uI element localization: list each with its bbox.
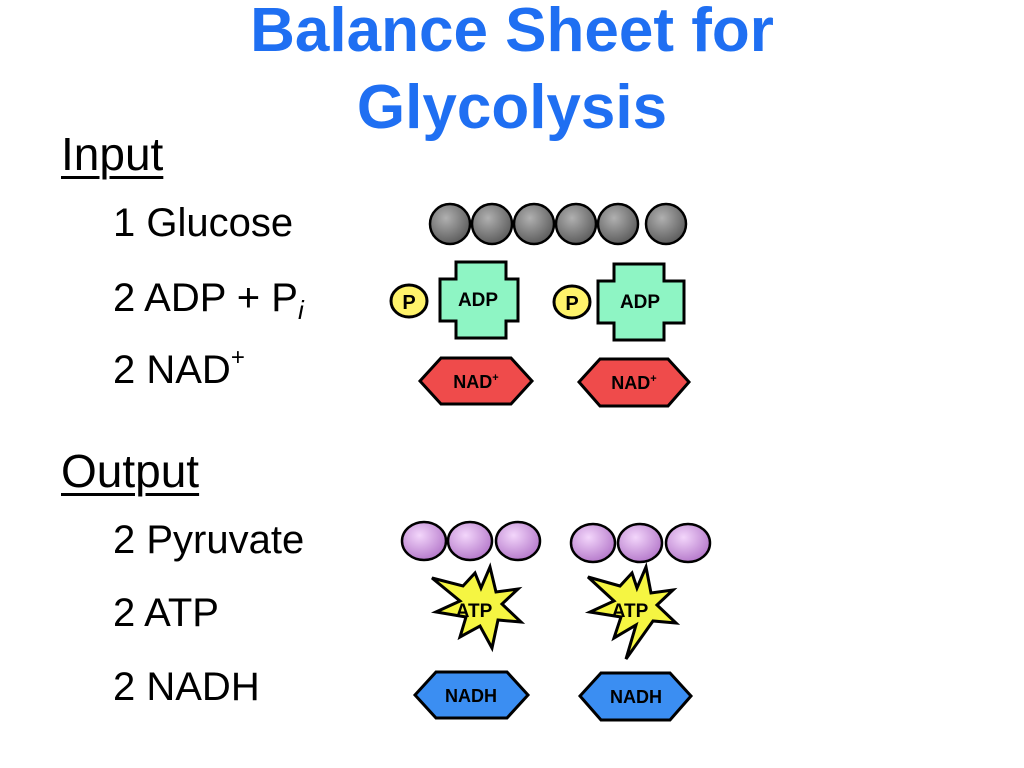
glucose-label: 1 Glucose — [113, 201, 294, 245]
nad-label: 2 NAD+ — [113, 346, 245, 392]
pyruvate-sphere — [664, 522, 712, 564]
nad-plus-icon: NAD+ — [417, 356, 535, 406]
nadh-text: NADH — [610, 687, 662, 707]
adp-label-text: 2 ADP + P — [113, 276, 298, 320]
input-heading: Input — [61, 128, 164, 180]
nad-label-text: 2 NAD — [113, 348, 231, 392]
atp-starburst-icon: ATP — [584, 561, 681, 660]
page-title-line-2: Glycolysis — [356, 73, 668, 142]
nad-text: NAD — [611, 373, 650, 393]
pyruvate-sphere — [616, 522, 664, 564]
atp-text: ATP — [612, 601, 649, 622]
adp-icon: ADP — [438, 260, 520, 340]
adp-label: 2 ADP + Pi — [113, 276, 304, 323]
phosphate-text: P — [402, 292, 415, 314]
pyruvate-label: 2 Pyruvate — [113, 518, 305, 562]
nad-plus-icon: NAD+ — [576, 357, 692, 408]
output-heading: Output — [61, 445, 200, 497]
atp-label: 2 ATP — [113, 591, 219, 635]
pyruvate-sphere — [446, 520, 494, 562]
nad-plus-text: NAD+ — [611, 373, 656, 393]
glucose-carbon-chain — [428, 202, 688, 246]
atp-starburst-icon: ATP — [430, 562, 526, 653]
nad-sup-text: + — [492, 372, 498, 384]
nad-sup-text: + — [650, 373, 656, 385]
carbon-sphere — [470, 202, 514, 246]
phosphate-subscript: i — [297, 295, 304, 325]
phosphate-text: P — [565, 293, 578, 315]
carbon-sphere — [554, 202, 598, 246]
atp-text: ATP — [456, 601, 493, 622]
pyruvate-sphere — [400, 520, 448, 562]
phosphate-icon: P — [552, 284, 592, 320]
nadh-icon: NADH — [412, 670, 531, 720]
pyruvate-chain — [400, 520, 542, 562]
carbon-sphere — [644, 202, 688, 246]
nad-plus-text: NAD+ — [453, 372, 498, 392]
adp-text: ADP — [620, 292, 660, 313]
adp-text: ADP — [458, 290, 498, 311]
nadh-text: NADH — [445, 686, 497, 706]
pyruvate-chain — [569, 522, 712, 564]
carbon-sphere — [596, 202, 640, 246]
carbon-sphere — [428, 202, 472, 246]
nad-superscript: + — [230, 344, 245, 371]
carbon-sphere — [512, 202, 556, 246]
nadh-label: 2 NADH — [113, 665, 260, 709]
page-title-line-1: Balance Sheet for — [250, 0, 774, 65]
adp-icon: ADP — [596, 262, 686, 342]
pyruvate-sphere — [569, 522, 617, 564]
nadh-icon: NADH — [577, 671, 694, 722]
phosphate-icon: P — [389, 283, 429, 319]
pyruvate-sphere — [494, 520, 542, 562]
nad-text: NAD — [453, 372, 492, 392]
